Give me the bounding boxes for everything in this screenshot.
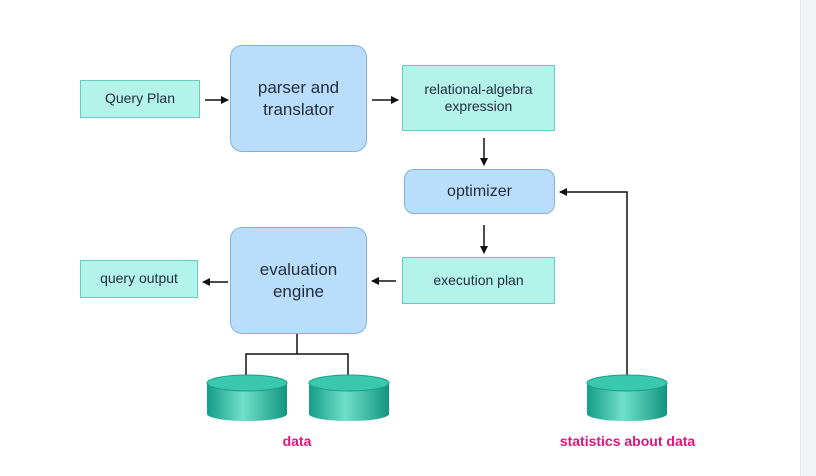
query-plan-label: Query Plan — [104, 90, 176, 107]
statistics-caption: statistics about data — [559, 433, 696, 449]
statistics-disk — [586, 374, 668, 421]
data-disk-1 — [206, 374, 288, 421]
optimizer-label: optimizer — [447, 182, 512, 200]
evaluation-engine-box: evaluation engine — [230, 227, 367, 334]
optimizer-box: optimizer — [404, 169, 555, 214]
data-caption: data — [282, 433, 312, 449]
execution-plan-label: execution plan — [433, 271, 524, 288]
query-plan-box: Query Plan — [80, 80, 200, 118]
side-panel — [800, 0, 816, 476]
query-output-box: query output — [80, 260, 198, 298]
execution-plan-box: execution plan — [402, 257, 555, 304]
evaluation-engine-label: evaluation engine — [259, 260, 338, 301]
relational-algebra-label: relational-algebra expression — [424, 80, 533, 115]
data-disk-2 — [308, 374, 390, 421]
query-output-label: query output — [100, 270, 178, 287]
relational-algebra-box: relational-algebra expression — [402, 65, 555, 131]
parser-translator-box: parser and translator — [230, 45, 367, 152]
data-connector-branch — [245, 353, 349, 382]
arrow-statistics-to-optimizer — [559, 188, 628, 382]
parser-translator-label: parser and translator — [257, 78, 340, 119]
